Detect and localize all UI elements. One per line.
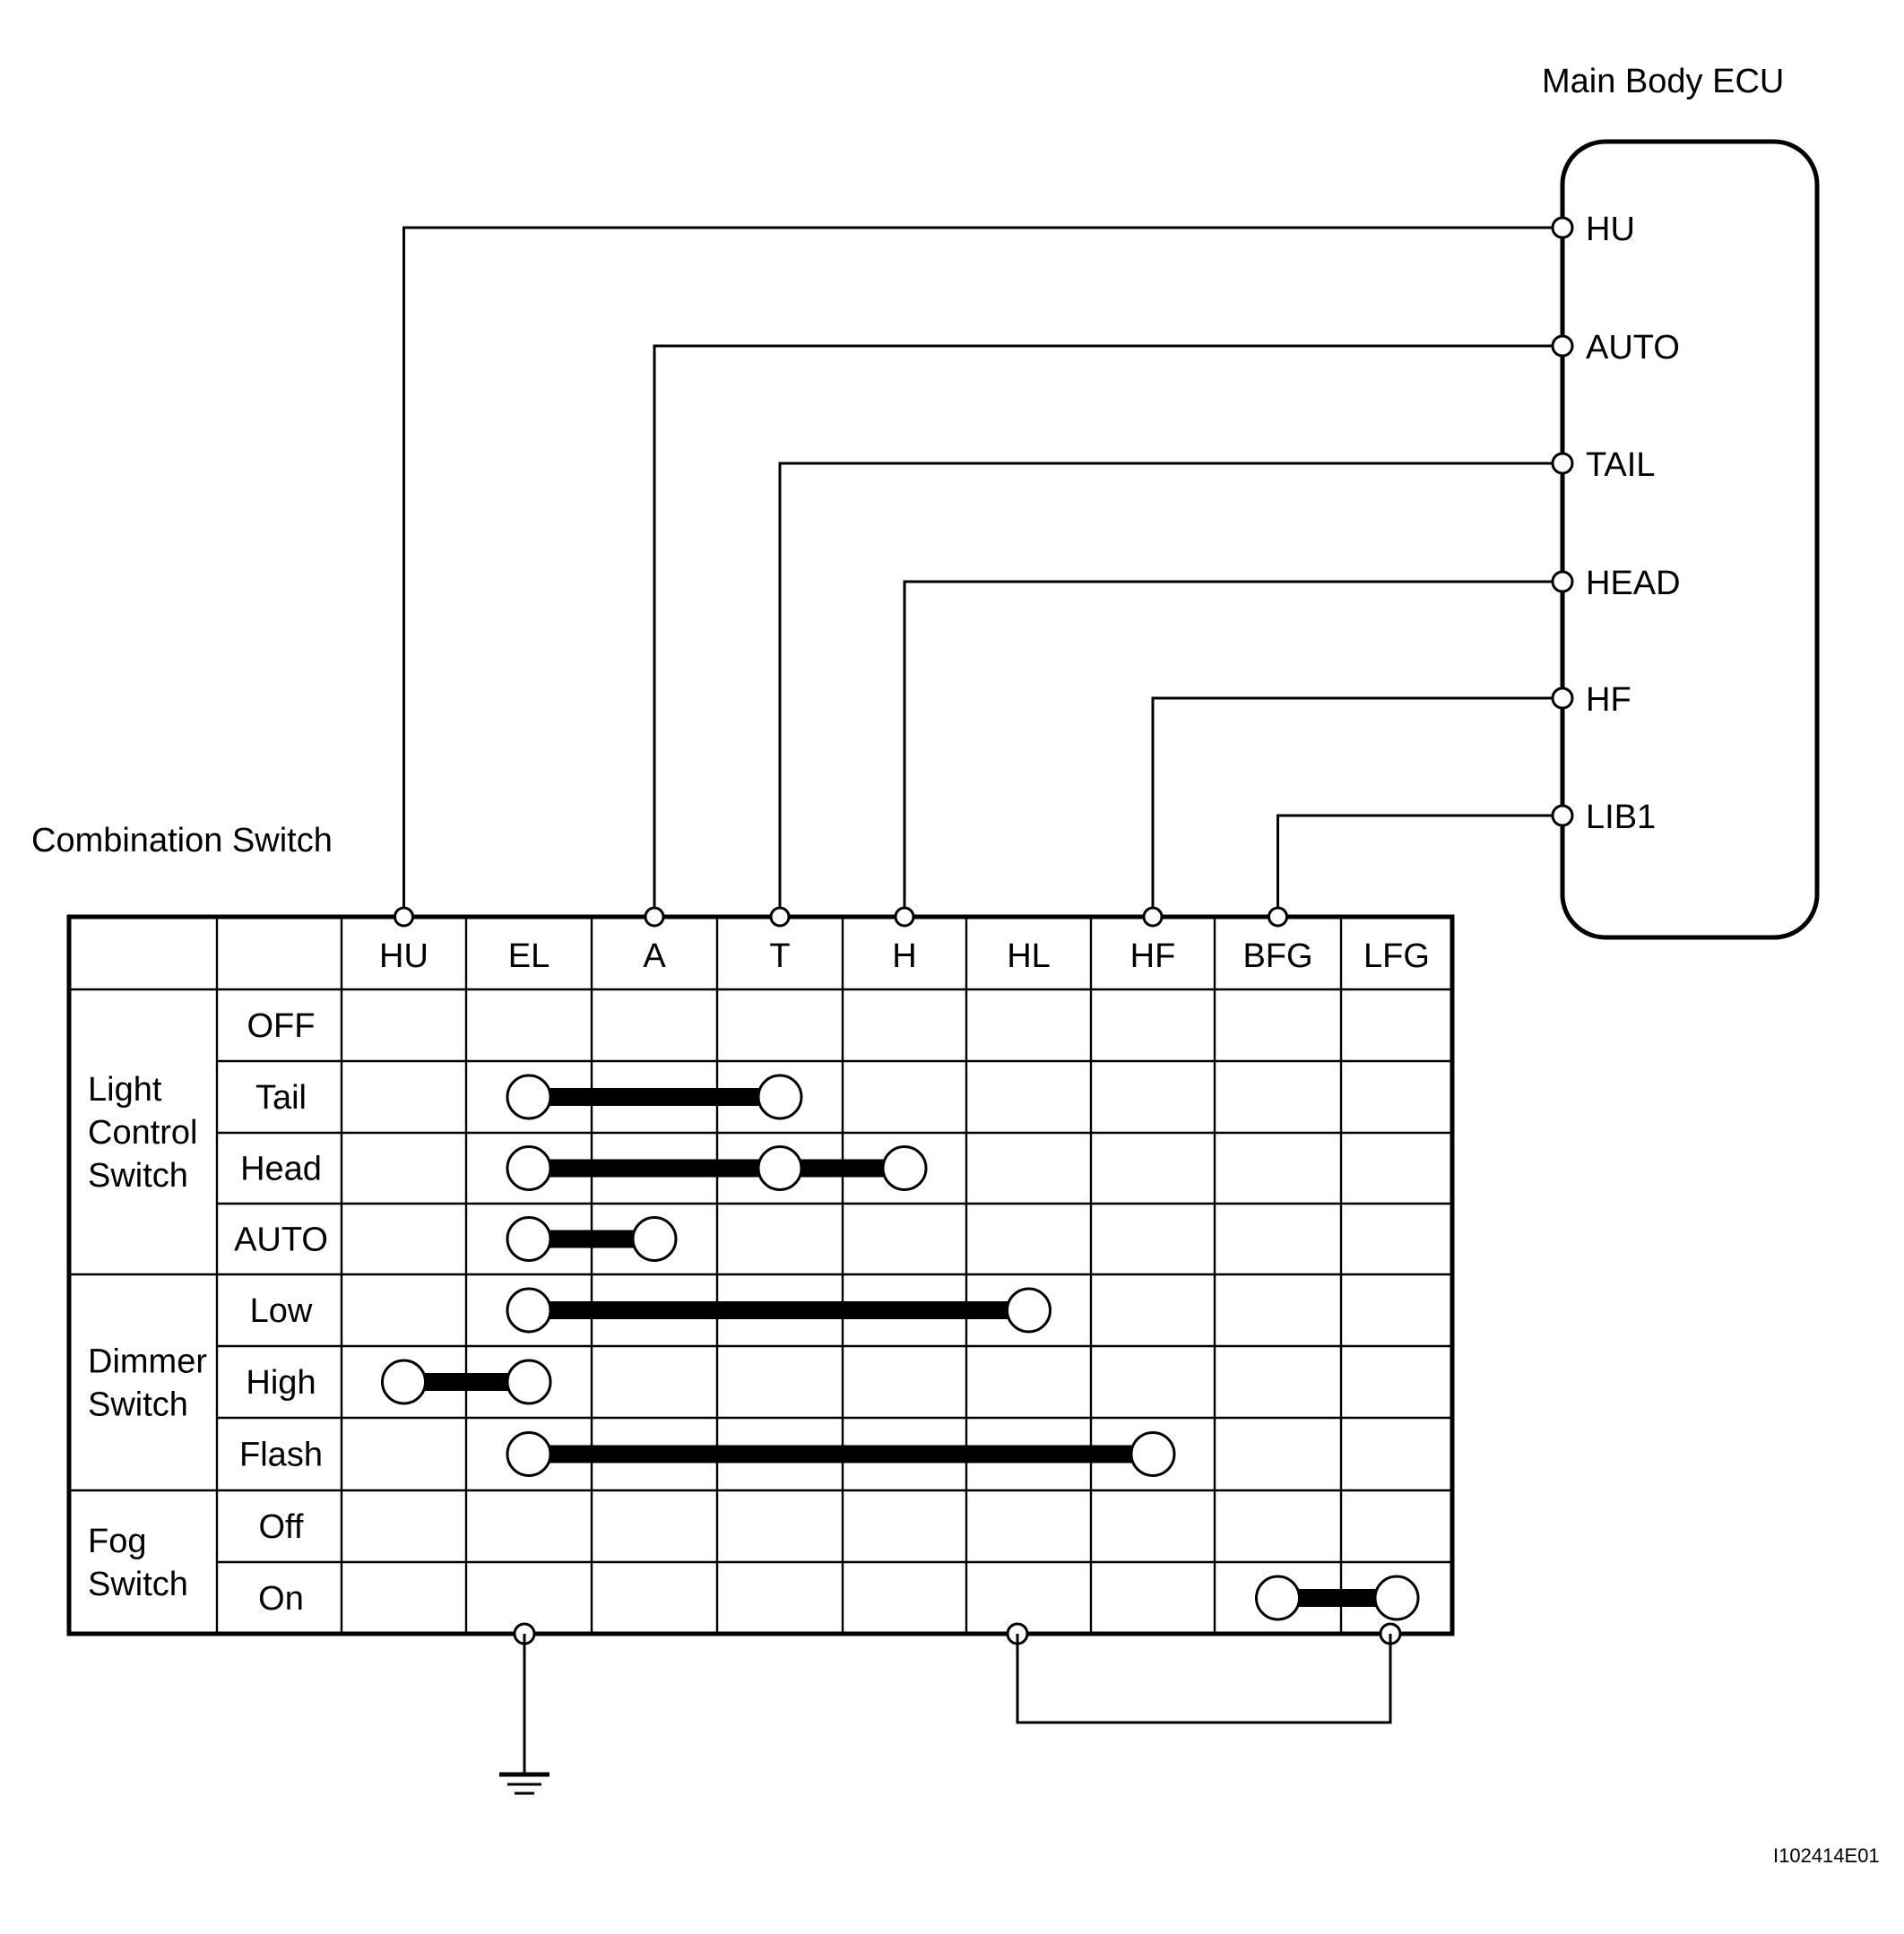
group-label-fog-switch: Fog	[88, 1523, 146, 1560]
contact-on-bfg	[1255, 1575, 1301, 1621]
wire-h-to-head	[903, 580, 1562, 917]
contact-head-t	[757, 1145, 803, 1191]
column-header-hl: HL	[1007, 937, 1051, 975]
row-label-auto: AUTO	[234, 1222, 328, 1259]
row-label-off: Off	[259, 1508, 304, 1546]
figure-id: I102414E01	[1773, 1844, 1880, 1867]
contact-flash-el	[506, 1431, 552, 1477]
switch-terminal-a	[644, 906, 665, 928]
ecu-terminal-label-hu: HU	[1586, 211, 1635, 248]
row-label-tail: Tail	[255, 1079, 307, 1117]
wire-hf-to-hf	[1151, 696, 1562, 917]
column-header-hu: HU	[379, 937, 428, 975]
column-header-a: A	[643, 937, 666, 975]
wire-bfg-to-lib1	[1277, 814, 1562, 917]
group-label-light-control-switch: Switch	[88, 1157, 188, 1195]
row-label-head: Head	[240, 1151, 322, 1188]
ecu-terminal-tail	[1551, 452, 1574, 475]
switch-terminal-bfg	[1268, 906, 1288, 928]
terminals	[394, 216, 1574, 1645]
wires	[402, 226, 1562, 917]
contact-high-hu	[381, 1359, 427, 1405]
contact-tail-t	[757, 1074, 803, 1120]
switch-terminal-hf	[1142, 906, 1164, 928]
column-header-lfg: LFG	[1363, 937, 1430, 975]
ecu-title: Main Body ECU	[1542, 63, 1784, 100]
ecu-terminal-label-hf: HF	[1586, 681, 1631, 719]
row-label-low: Low	[250, 1292, 313, 1330]
wire-a-to-auto	[653, 344, 1562, 917]
group-label-dimmer-switch: Switch	[88, 1386, 188, 1424]
ecu-terminal-label-head: HEAD	[1586, 565, 1681, 602]
switch-table	[66, 914, 1455, 1636]
ecu-terminal-lib1	[1551, 804, 1574, 827]
ecu-terminal-auto	[1551, 334, 1574, 358]
column-header-el: EL	[508, 937, 550, 975]
row-label-off: OFF	[247, 1007, 316, 1045]
ecu-terminal-hu	[1551, 216, 1574, 239]
ecu-terminal-head	[1551, 570, 1574, 593]
row-label-high: High	[246, 1364, 316, 1402]
contact-head-h	[881, 1145, 928, 1191]
table-frame	[66, 914, 1455, 1636]
contact-high-el	[506, 1359, 552, 1405]
ecu-terminal-label-tail: TAIL	[1586, 446, 1655, 484]
column-header-hf: HF	[1130, 937, 1176, 975]
ecu-terminal-label-auto: AUTO	[1586, 329, 1680, 367]
column-header-h: H	[892, 937, 916, 975]
hl-lfg-link	[1016, 1634, 1392, 1724]
group-label-light-control-switch: Light	[88, 1071, 162, 1109]
contact-on-lfg	[1373, 1575, 1420, 1621]
contact-head-el	[506, 1145, 552, 1191]
row-label-on: On	[258, 1580, 304, 1618]
switch-terminal-h	[894, 906, 915, 928]
combination-switch-title: Combination Switch	[31, 822, 333, 859]
contact-tail-el	[506, 1074, 552, 1120]
wire-t-to-tail	[778, 462, 1562, 917]
ground-icon	[499, 1634, 550, 1795]
wire-hu-to-hu	[402, 226, 1562, 917]
column-header-t: T	[769, 937, 790, 975]
contact-flash-hf	[1129, 1431, 1176, 1477]
ecu-terminal-label-lib1: LIB1	[1586, 799, 1656, 836]
contact-low-el	[506, 1287, 552, 1334]
switch-terminal-hu	[394, 906, 414, 928]
ecu-terminal-hf	[1551, 686, 1574, 710]
switch-terminal-t	[769, 906, 791, 928]
connection-bars	[381, 1074, 1420, 1621]
column-header-bfg: BFG	[1242, 937, 1312, 975]
contact-low-hl	[1006, 1287, 1052, 1334]
ecu-box	[1560, 139, 1820, 940]
group-label-dimmer-switch: Dimmer	[88, 1343, 207, 1381]
group-label-fog-switch: Switch	[88, 1566, 188, 1603]
row-label-flash: Flash	[239, 1437, 323, 1474]
contact-auto-a	[631, 1216, 678, 1262]
contact-auto-el	[506, 1216, 552, 1262]
group-label-light-control-switch: Control	[88, 1114, 198, 1152]
